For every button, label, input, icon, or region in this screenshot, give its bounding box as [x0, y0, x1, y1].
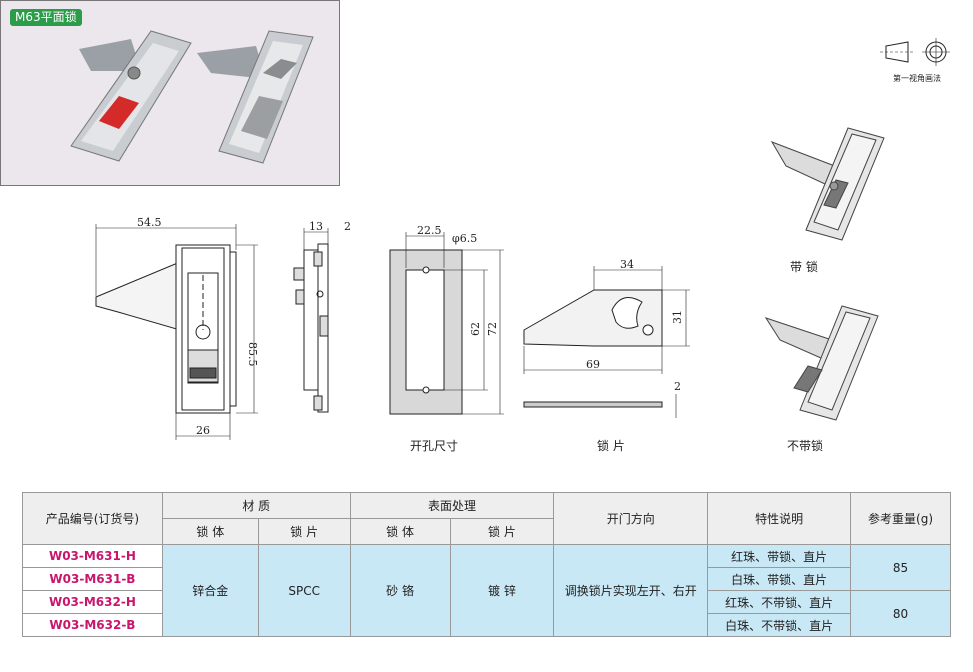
dim-cutout-62: 62 [469, 322, 482, 336]
technical-drawing: 54.5 85.5 26 13 2 [95, 127, 885, 440]
weight-cell-1: 85 [850, 544, 951, 591]
front-view [95, 244, 237, 414]
table-row-feature: 红珠、不带锁、直片 [707, 590, 852, 614]
cutout-view [389, 249, 463, 415]
plate-view [523, 289, 663, 408]
product-title-badge: M63平面锁 [10, 9, 82, 26]
table-row-feature: 红珠、带锁、直片 [707, 544, 852, 568]
table-row-code: W03-M631-B [22, 567, 163, 591]
weight-cell-2: 80 [850, 590, 951, 637]
header-plate-material: 锁 片 [257, 518, 351, 545]
dim-height-85-5: 85.5 [246, 342, 259, 367]
dim-cutout-72: 72 [486, 322, 499, 336]
dim-hole-diameter: φ6.5 [452, 232, 477, 245]
header-code: 产品编号(订货号) [22, 492, 163, 545]
table-row-code: W03-M632-B [22, 613, 163, 637]
product-photo [70, 30, 314, 164]
product-photo-panel: M63平面锁 [0, 0, 340, 186]
dim-width-26: 26 [196, 424, 210, 437]
header-weight: 参考重量(g) [850, 492, 951, 545]
header-body-material: 锁 体 [161, 518, 259, 545]
dim-plate-69: 69 [586, 358, 600, 371]
first-angle-projection-icon [880, 38, 950, 66]
direction-cell: 调换锁片实现左开、右开 [553, 544, 709, 637]
header-direction: 开门方向 [553, 492, 709, 545]
dim-depth-13: 13 [309, 220, 323, 233]
side-view [293, 243, 329, 413]
plate-surface-cell: 镀 锌 [449, 544, 555, 637]
dim-cutout-width-22-5: 22.5 [417, 224, 442, 237]
plate-material-cell: SPCC [257, 544, 351, 637]
header-body-surface: 锁 体 [349, 518, 451, 545]
header-features: 特性说明 [707, 492, 852, 545]
front-view-dims [95, 224, 258, 440]
spec-table: 产品编号(订货号) 材 质 表面处理 开门方向 特性说明 参考重量(g) 锁 体… [22, 492, 951, 637]
body-surface-cell: 砂 铬 [349, 544, 451, 637]
with-lock-illustration [770, 127, 885, 241]
dim-flange-2: 2 [344, 220, 351, 233]
without-lock-caption: 不带锁 [787, 439, 824, 453]
dim-width-54-5: 54.5 [137, 216, 162, 229]
table-row-feature: 白珠、带锁、直片 [707, 567, 852, 591]
header-material: 材 质 [161, 492, 351, 519]
plate-caption: 锁 片 [597, 439, 625, 453]
dim-plate-34: 34 [620, 258, 634, 271]
dim-plate-31: 31 [671, 310, 684, 324]
dim-plate-thickness-2: 2 [674, 380, 681, 393]
header-plate-surface: 锁 片 [449, 518, 555, 545]
table-row-code: W03-M631-H [22, 544, 163, 568]
header-surface: 表面处理 [349, 492, 555, 519]
with-lock-caption: 带 锁 [790, 260, 818, 274]
table-row-code: W03-M632-H [22, 590, 163, 614]
projection-label: 第一视角画法 [893, 74, 941, 83]
without-lock-illustration [764, 305, 879, 421]
table-row-feature: 白珠、不带锁、直片 [707, 613, 852, 637]
body-material-cell: 锌合金 [161, 544, 259, 637]
cutout-caption: 开孔尺寸 [410, 439, 459, 453]
